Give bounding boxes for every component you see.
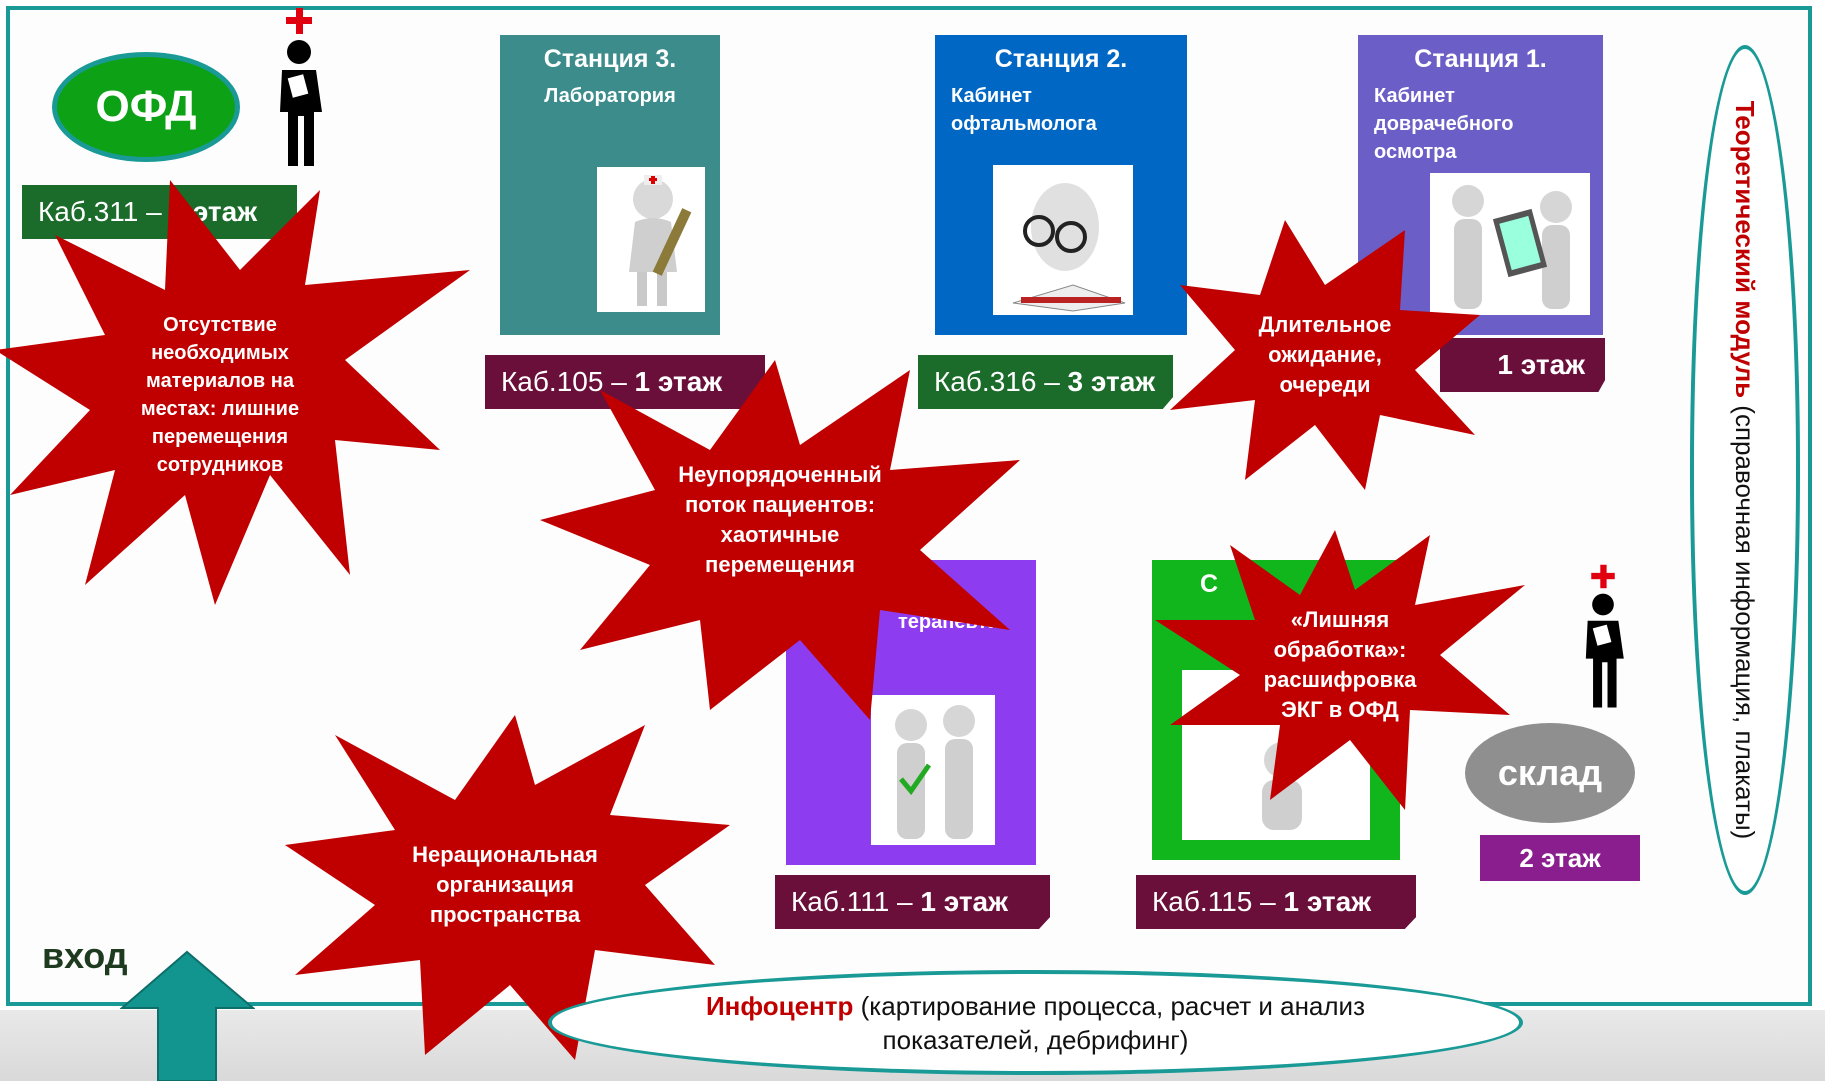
station-2-title: Станция 2. (994, 45, 1128, 73)
burst-1-line-6: сотрудников (156, 454, 284, 476)
station-1-title: Станция 1. (1414, 45, 1547, 73)
entrance-arrow-icon (119, 950, 256, 1082)
burst-4-line-3: расшифровка (1263, 667, 1417, 692)
warehouse-floor-tag: 2 этаж (1480, 835, 1640, 881)
burst-3-line-2: ожидание, (1268, 342, 1382, 367)
station-2-desc-line1: Кабинет (951, 85, 1032, 107)
station-1-desc-line3: осмотра (1374, 141, 1457, 163)
therapist-figure (871, 695, 995, 845)
burst-3-line-3: очереди (1279, 372, 1371, 397)
burst-4-line-4: ЭКГ в ОФД (1281, 697, 1399, 722)
ophthalmologist-figure (993, 165, 1133, 315)
problem-burst-materials: Отсутствие необходимых материалов на мес… (0, 175, 480, 615)
burst-2-line-2: поток пациентов: (684, 492, 876, 517)
burst-2-line-4: перемещения (705, 552, 855, 577)
theory-module-title: Теоретический модуль (1730, 100, 1760, 399)
burst-1-line-3: материалов на (146, 370, 294, 392)
theory-module-ellipse: Теоретический модуль (справочная информа… (1690, 45, 1800, 895)
station-2-card: Станция 2. Кабинет офтальмолога (935, 35, 1187, 335)
entrance-label: вход (42, 935, 128, 976)
infocenter-title: Инфоцентр (705, 990, 854, 1021)
burst-4-line-2: обработка»: (1273, 637, 1407, 662)
burst-1-line-1: Отсутствие (163, 314, 277, 336)
station-3-title: Станция 3. (543, 45, 677, 73)
ofd-room-tag: Каб.311 – 3 этаж (22, 185, 297, 239)
burst-5-line-2: организация (436, 872, 574, 897)
problem-burst-space: Нерациональная организация пространства (275, 705, 735, 1065)
problem-burst-waiting: Длительное ожидание, очереди (1165, 215, 1485, 495)
burst-1-line-4: местах: лишние (140, 398, 300, 420)
burst-4-line-1: «Лишняя (1290, 607, 1390, 632)
station-1-room-tag: 1 этаж (1440, 338, 1605, 392)
theory-module-desc: (справочная информация, плакаты) (1730, 398, 1760, 840)
infocenter-ellipse: Инфоцентр (картирование процесса, расчет… (548, 970, 1523, 1075)
ofd-label: ОФД (95, 82, 197, 131)
ofd-ellipse: ОФД (52, 52, 240, 162)
station-2-desc-line2: офтальмолога (951, 113, 1097, 135)
pre-exam-figure (1430, 173, 1590, 315)
station-1-desc-line1: Кабинет (1374, 85, 1455, 107)
station-3-room-tag: Каб.105 – 1 этаж (485, 355, 765, 409)
problem-burst-ecg: «Лишняя обработка»: расшифровка ЭКГ в ОФ… (1150, 525, 1530, 815)
station-5-title-fragment: С (1200, 570, 1219, 598)
nurse-syringe-figure (597, 167, 705, 312)
infocenter-desc: (картирование процесса, расчет и анализ … (853, 990, 1366, 1055)
burst-2-line-1: Неупорядоченный (678, 462, 882, 487)
burst-1-line-5: перемещения (151, 426, 289, 448)
station-3-card: Станция 3. Лаборатория (500, 35, 720, 335)
doctor-person-icon (268, 8, 330, 168)
problem-burst-patient-flow: Неупорядоченный поток пациентов: хаотичн… (530, 350, 1030, 730)
burst-3-line-1: Длительное (1258, 312, 1392, 337)
station-1-desc-line2: доврачебного (1374, 113, 1514, 135)
burst-2-line-3: хаотичные (720, 522, 840, 547)
warehouse-ellipse: склад (1465, 723, 1635, 823)
station-4-room-tag: Каб.111 – 1 этаж (775, 875, 1050, 929)
warehouse-doctor-icon (1575, 562, 1631, 712)
burst-1-line-2: необходимых (151, 342, 289, 364)
burst-5-line-1: Нерациональная (412, 842, 598, 867)
station-3-desc: Лаборатория (544, 85, 676, 107)
burst-5-line-3: пространства (429, 902, 581, 927)
station-2-room-tag: Каб.316 – 3 этаж (918, 355, 1173, 409)
station-5-room-tag: Каб.115 – 1 этаж (1136, 875, 1416, 929)
